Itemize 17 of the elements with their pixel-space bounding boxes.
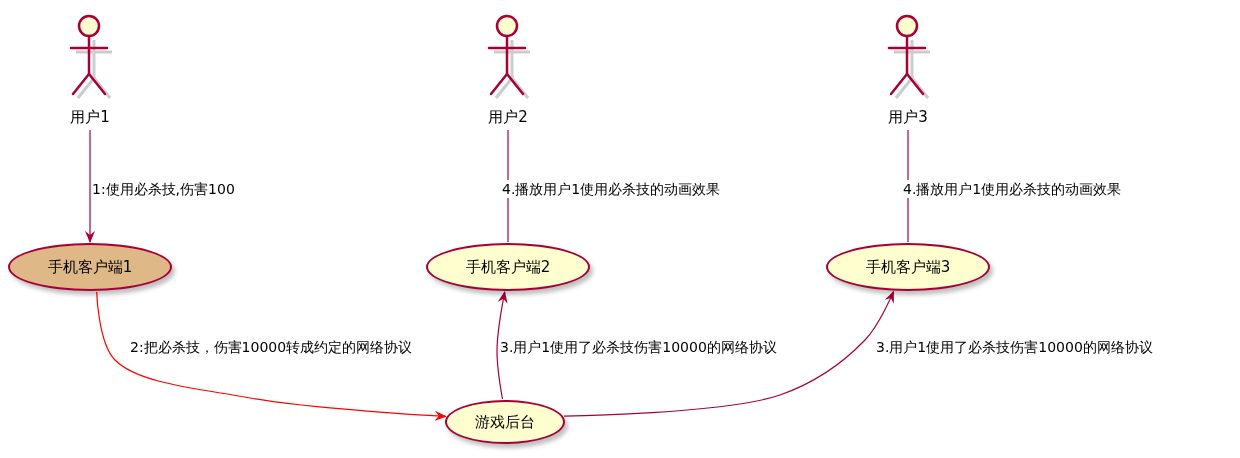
edge-label: 3.用户1使用了必杀技伤害10000的网络协议 — [876, 338, 1153, 356]
arrow — [96, 291, 447, 421]
actor-name: 用户1 — [70, 108, 110, 127]
edge-label: 4.播放用户1使用必杀技的动画效果 — [903, 180, 1122, 198]
use-case-ellipse: 游戏后台 — [445, 400, 565, 444]
use-case-ellipse: 手机客户端1 — [8, 243, 172, 291]
edge-label: 1:使用必杀技,伤害100 — [92, 180, 235, 198]
use-case-ellipse: 手机客户端2 — [426, 243, 590, 291]
edge-label: 4.播放用户1使用必杀技的动画效果 — [502, 180, 721, 198]
arrow — [496, 291, 508, 400]
edge-label: 3.用户1使用了必杀技伤害10000的网络协议 — [500, 338, 777, 356]
arrow — [85, 129, 95, 243]
arrow — [563, 290, 895, 417]
actor-name: 用户2 — [488, 108, 528, 127]
use-case-ellipse: 手机客户端3 — [826, 243, 990, 291]
actor-name: 用户3 — [888, 108, 928, 127]
edge-label: 2:把必杀技，伤害10000转成约定的网络协议 — [130, 338, 413, 356]
